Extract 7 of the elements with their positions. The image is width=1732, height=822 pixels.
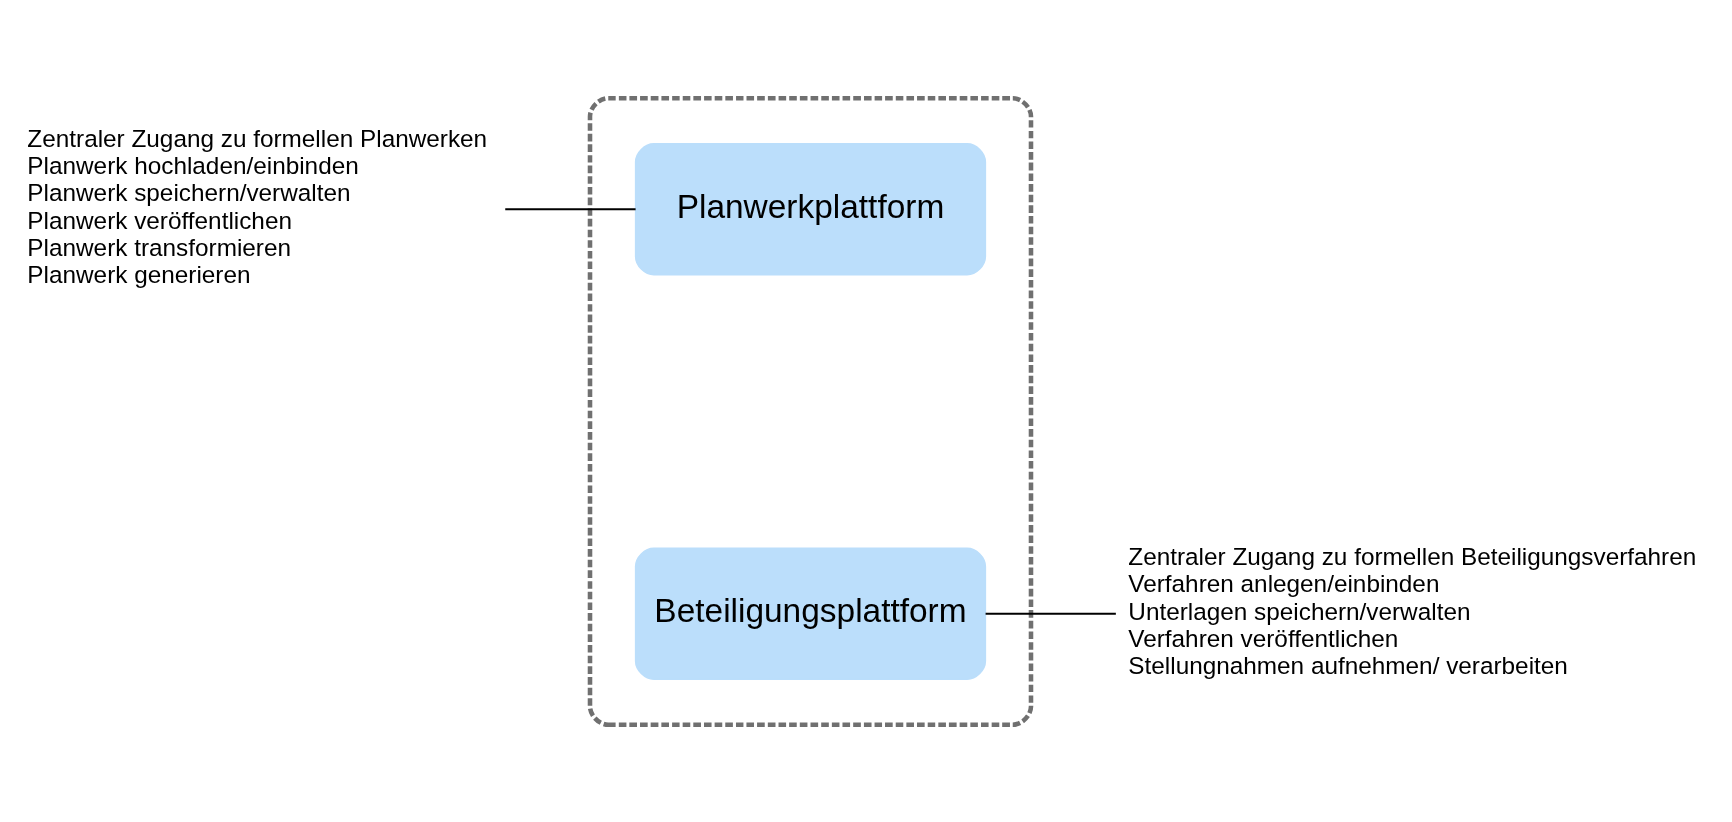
node-box: Planwerkplattform — [634, 142, 987, 275]
cluster — [587, 95, 1034, 727]
connector — [504, 207, 637, 210]
connector — [984, 612, 1117, 615]
node-box: Beteiligungsplattform — [634, 547, 987, 680]
node-text: Zentraler Zugang zu formellen Planwerken Planwerk hochladen/einbinden Planwerk speichern/verwalten Planwerk veröffentlichen Planwerk transformieren Planwerk generieren — [27, 124, 488, 288]
node-text: Zentraler Zugang zu formellen Beteiligungsverfahren Verfahren anlegen/einbinden Unterlagen speichern/verwalten Verfahren veröffentlichen Stellungnahmen aufnehmen/ verarbeiten — [1128, 542, 1697, 679]
